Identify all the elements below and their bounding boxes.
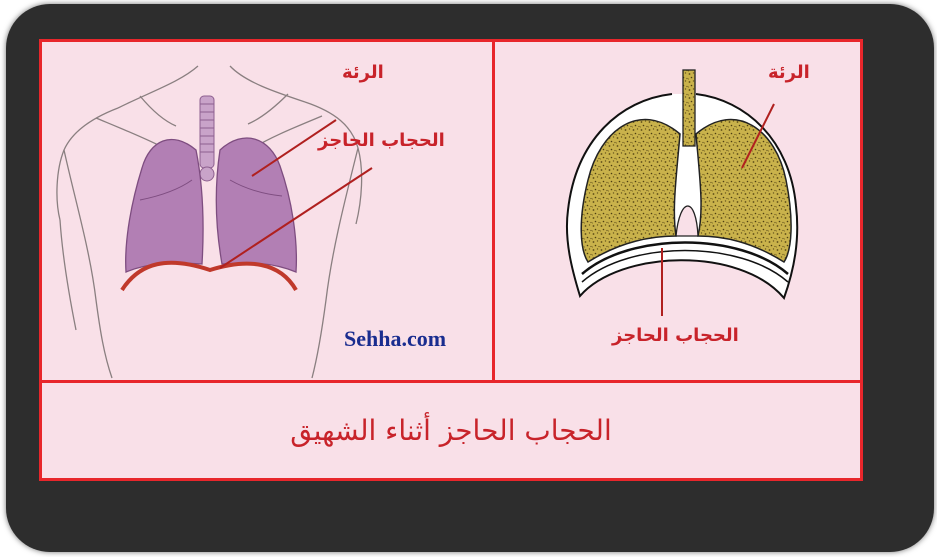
lung-label-left: الرئة (342, 62, 384, 83)
site-watermark: Sehha.com (344, 326, 446, 352)
trachea-illustration (200, 96, 214, 181)
diaphragm-label-left: الحجاب الحاجز (318, 130, 445, 151)
caption-text: الحجاب الحاجز أثناء الشهيق (39, 383, 863, 478)
diaphragm-curve-left (122, 263, 296, 290)
diaphragm-label-right: الحجاب الحاجز (612, 325, 739, 346)
lung-label-right: الرئة (768, 62, 810, 83)
